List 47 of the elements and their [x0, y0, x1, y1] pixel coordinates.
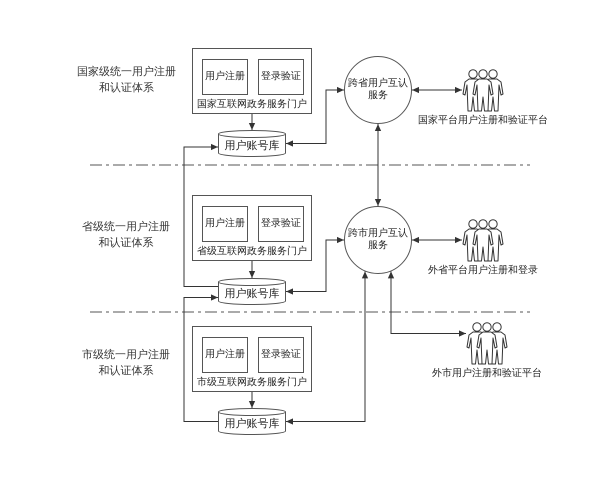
- connector-arrow: [248, 114, 256, 130]
- people-icon: [466, 322, 508, 365]
- connector-arrow: [248, 392, 256, 408]
- portal-label: 市级互联网政务服务门户: [197, 377, 307, 389]
- tier-label: 国家级统一用户注册和认证体系: [76, 64, 177, 96]
- people-icon: [462, 219, 504, 262]
- function-label: 用户注册: [205, 218, 245, 230]
- connector-arrow: [184, 144, 218, 287]
- database-label: 用户账号库: [224, 287, 280, 301]
- people-icon: [462, 69, 504, 112]
- portal-box: [192, 48, 312, 114]
- function-label: 用户注册: [205, 349, 245, 361]
- connector-arrow: [286, 86, 344, 147]
- function-label: 登录验证: [261, 349, 301, 361]
- database-cylinder: [218, 130, 286, 157]
- tier-label: 省级统一用户注册和认证体系: [80, 220, 171, 251]
- function-box: [202, 59, 248, 95]
- platform-caption: 外市用户注册和验证平台: [432, 368, 542, 380]
- function-box: [258, 59, 304, 95]
- portal-box: [192, 195, 312, 261]
- platform-caption: 外省平台用户注册和登录: [428, 265, 538, 277]
- portal-label: 国家互联网政务服务门户: [197, 99, 307, 111]
- portal-box: [192, 326, 312, 392]
- connector-arrow: [248, 260, 256, 278]
- function-box: [258, 206, 304, 242]
- platform-caption: 国家平台用户注册和验证平台: [418, 115, 548, 127]
- function-label: 登录验证: [261, 218, 301, 230]
- function-box: [202, 337, 248, 373]
- portal-label: 省级互联网政务服务门户: [197, 246, 307, 258]
- database-label: 用户账号库: [224, 417, 280, 431]
- connector-arrow: [412, 86, 462, 94]
- database-cylinder: [218, 408, 286, 435]
- connector-arrow: [388, 270, 466, 337]
- connector-arrow: [286, 236, 344, 295]
- connector-arrow: [412, 236, 462, 244]
- database-label: 用户账号库: [224, 139, 280, 153]
- function-label: 登录验证: [261, 71, 301, 83]
- connector-arrow: [286, 270, 368, 425]
- service-label: 跨省用户互认服务: [347, 78, 409, 102]
- function-box: [202, 206, 248, 242]
- tier-label: 市级统一用户注册和认证体系: [80, 348, 171, 379]
- function-label: 用户注册: [205, 71, 245, 83]
- connector-arrow: [184, 294, 218, 422]
- service-label: 跨市用户互认服务: [347, 228, 409, 252]
- connector-arrow: [374, 124, 382, 206]
- function-box: [258, 337, 304, 373]
- database-cylinder: [218, 278, 286, 305]
